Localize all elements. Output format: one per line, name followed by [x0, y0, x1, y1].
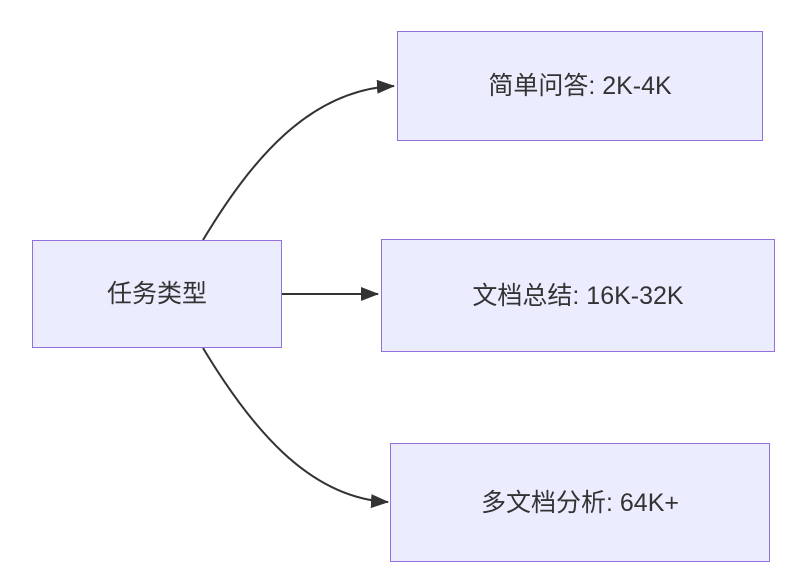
edge-task-type-to-simple-qa: [202, 79, 395, 241]
node-multi-doc-analysis-label: 多文档分析: 64K+: [481, 488, 679, 517]
node-task-type-label: 任务类型: [106, 280, 207, 308]
node-doc-summary: 文档总结: 16K-32K: [381, 239, 775, 352]
node-simple-qa: 简单问答: 2K-4K: [397, 31, 763, 141]
node-task-type: 任务类型: [32, 240, 282, 348]
node-multi-doc-analysis: 多文档分析: 64K+: [390, 443, 770, 562]
edge-task-type-to-multi-doc-analysis: [202, 347, 389, 509]
node-doc-summary-label: 文档总结: 16K-32K: [472, 281, 684, 310]
node-simple-qa-label: 简单问答: 2K-4K: [488, 72, 672, 100]
